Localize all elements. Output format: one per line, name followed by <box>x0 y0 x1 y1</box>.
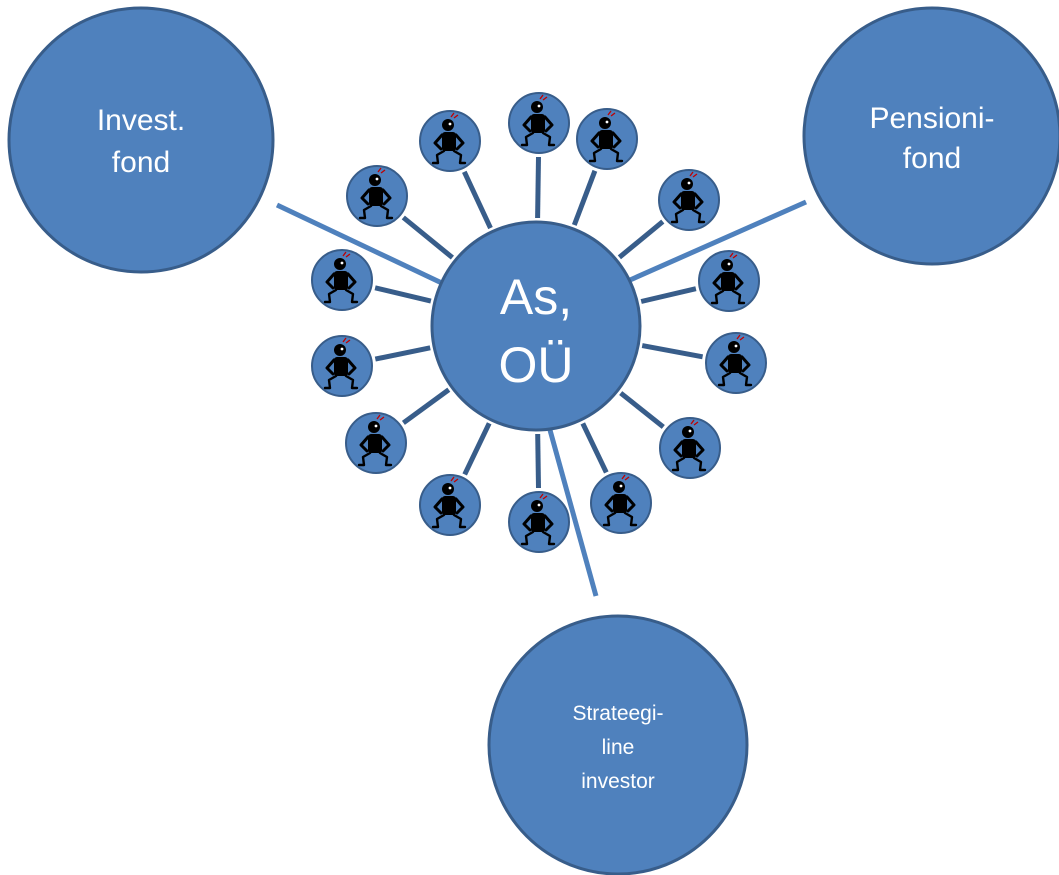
shareholder-spoke <box>401 215 454 260</box>
shareholder-node <box>345 412 407 474</box>
company-node: As, OÜ <box>430 220 642 432</box>
investor-label-line: Pensioni- <box>869 102 994 135</box>
person-icon <box>588 110 624 163</box>
shareholder-node <box>658 169 720 231</box>
company-label-line: OÜ <box>499 337 574 393</box>
shareholder-node <box>590 472 652 534</box>
shareholder-spoke <box>401 387 451 425</box>
investor-label-line: fond <box>112 146 170 179</box>
investor-circle <box>802 6 1059 266</box>
person-icon <box>431 112 467 165</box>
investor-label-line: Strateegi- <box>572 702 663 725</box>
shareholder-spoke <box>580 422 609 474</box>
person-icon <box>358 167 394 220</box>
shareholder-node <box>705 332 767 394</box>
person-icon <box>357 414 393 467</box>
person-icon <box>717 334 753 387</box>
investor-label-line: investor <box>581 770 655 793</box>
shareholder-node <box>419 110 481 172</box>
shareholder-spoke <box>571 169 598 226</box>
company-label-line: As, <box>500 269 572 325</box>
investor-connector <box>628 199 808 283</box>
person-icon <box>323 337 359 390</box>
person-icon <box>710 252 746 305</box>
investor-node-invest-fond: Invest. fond <box>7 6 275 274</box>
shareholder-spoke <box>535 156 541 219</box>
investor-label-line: line <box>602 736 635 759</box>
investor-connector <box>547 429 599 597</box>
shareholder-spokes <box>374 156 704 489</box>
person-icon <box>520 94 556 147</box>
investor-node-strategic-investor: Strateegi- line investor <box>487 614 749 875</box>
shareholder-spoke <box>619 391 665 429</box>
shareholder-node <box>659 417 721 479</box>
person-icon <box>520 493 556 546</box>
shareholder-node <box>698 250 760 312</box>
shareholder-nodes <box>311 92 767 553</box>
shareholder-node <box>576 108 638 170</box>
investor-circle <box>7 6 275 274</box>
investor-label-line: fond <box>903 142 961 175</box>
person-icon <box>602 474 638 527</box>
person-icon <box>671 419 707 472</box>
investor-connector <box>275 202 448 288</box>
person-icon <box>431 476 467 529</box>
shareholder-node <box>311 249 373 311</box>
shareholder-spoke <box>617 219 665 260</box>
shareholder-spoke <box>462 170 493 230</box>
investor-circle <box>487 614 749 875</box>
shareholder-spoke <box>640 286 697 304</box>
shareholder-spoke <box>535 433 541 489</box>
investor-connectors <box>275 199 808 597</box>
company-circle <box>430 220 642 432</box>
shareholder-node <box>346 165 408 227</box>
shareholder-node <box>311 335 373 397</box>
shareholder-node <box>508 491 570 553</box>
shareholder-spoke <box>374 345 431 362</box>
shareholder-spoke <box>462 422 492 476</box>
investor-node-pension-fond: Pensioni- fond <box>802 6 1059 266</box>
shareholder-node <box>419 474 481 536</box>
person-icon <box>670 171 706 224</box>
shareholder-node <box>508 92 570 154</box>
person-icon <box>323 251 359 304</box>
investor-label-line: Invest. <box>97 104 185 137</box>
shareholder-spoke <box>374 285 432 304</box>
shareholder-spoke <box>641 343 704 360</box>
